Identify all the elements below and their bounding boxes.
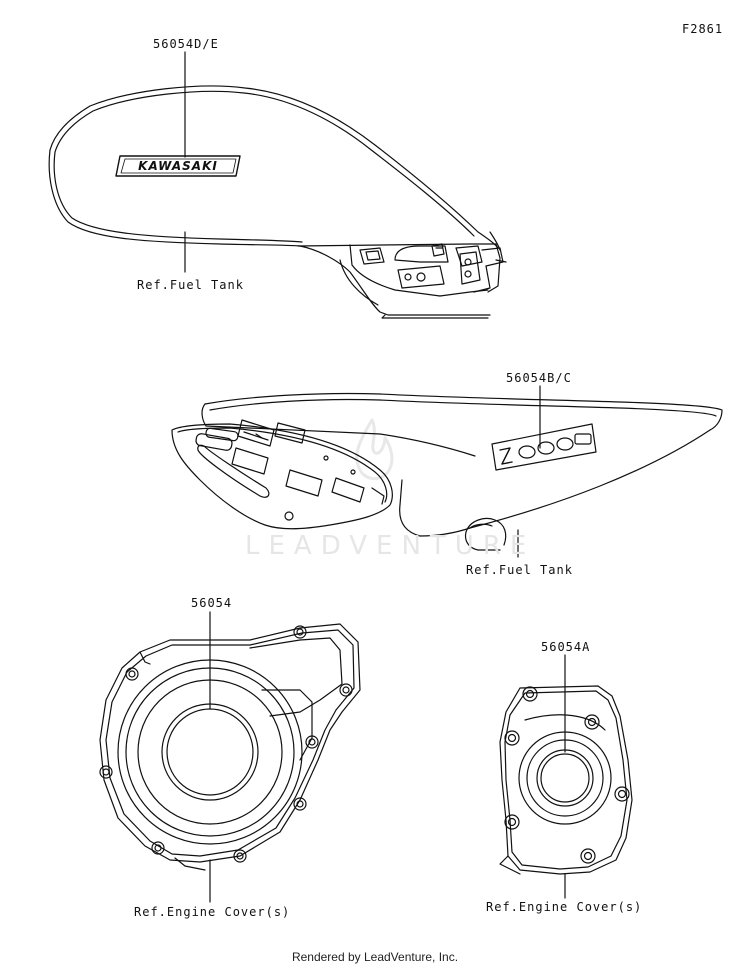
side-cover-drawing [171,385,723,558]
callout-part-number[interactable]: 56054A [541,640,591,654]
callout-reference: Ref.Engine Cover(s) [134,905,291,919]
watermark-flame-icon [355,418,394,480]
kawasaki-logo-text: KAWASAKI [138,159,218,173]
callout-reference: Ref.Fuel Tank [466,563,573,577]
engine-cover-right-drawing [499,654,633,899]
callout-part-number[interactable]: 56054D/E [153,37,219,51]
engine-cover-left-drawing [99,611,361,903]
diagram-id: F2861 [682,22,724,36]
callout-part-number[interactable]: 56054B/C [506,371,572,385]
z900rs-decal [491,423,597,471]
callout-reference: Ref.Engine Cover(s) [486,900,643,914]
footer-credit: Rendered by LeadVenture, Inc. [291,950,459,964]
callout-part-number[interactable]: 56054 [191,596,233,610]
callout-reference: Ref.Fuel Tank [137,278,244,292]
kawasaki-decal [115,155,241,177]
watermark-text: LEADVENTURE [245,531,536,561]
fuel-tank-drawing [48,51,507,319]
